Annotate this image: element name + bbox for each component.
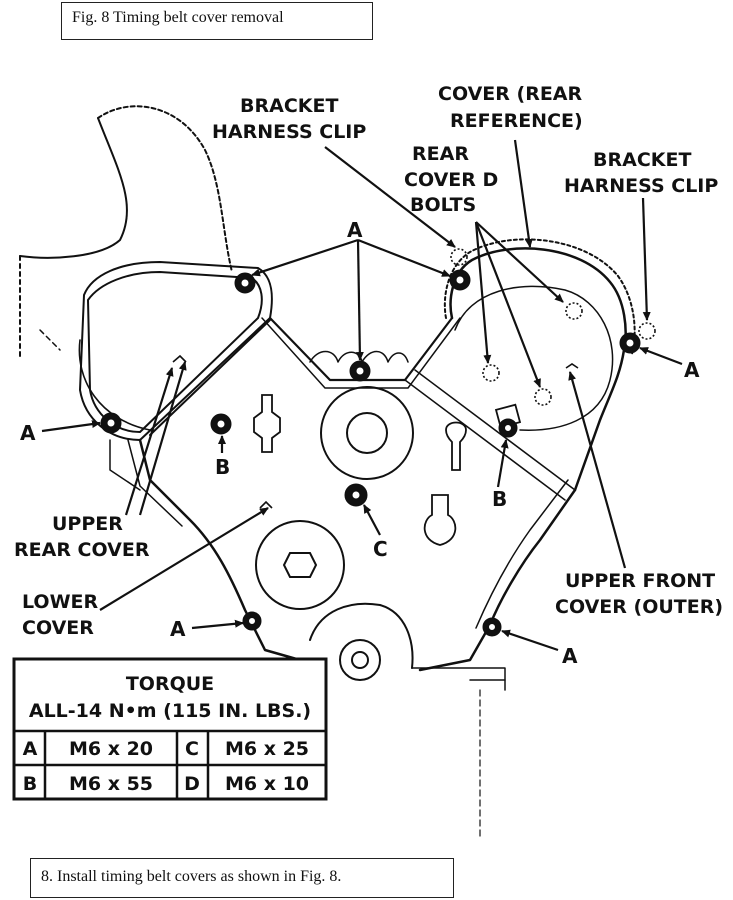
figure-caption: Fig. 8 Timing belt cover removal <box>61 2 373 40</box>
label-bracket-harness-clip-right-2: HARNESS CLIP <box>564 175 718 197</box>
pointer-ticks <box>172 354 579 509</box>
center-pulley <box>320 386 414 480</box>
torque-val-b: M6 x 55 <box>69 773 153 795</box>
keyhole-slots <box>253 394 522 546</box>
rear-cover-d-bolts <box>450 248 656 406</box>
instruction-caption: 8. Install timing belt covers as shown i… <box>30 858 454 898</box>
engine-outline <box>19 105 636 841</box>
lower-pulley <box>255 520 345 610</box>
bolt-a-lower-right <box>482 617 502 637</box>
label-upper-front-cover-1: UPPER FRONT <box>565 570 715 592</box>
bolt-a-right <box>619 332 641 354</box>
torque-table: TORQUE ALL-14 N•m (115 IN. LBS.) A M6 x … <box>12 657 328 801</box>
label-b-right: B <box>492 487 507 511</box>
label-a-left: A <box>20 421 36 445</box>
bolt-b-right <box>498 418 518 438</box>
torque-val-a: M6 x 20 <box>69 738 153 760</box>
label-bracket-harness-clip-right-1: BRACKET <box>593 149 691 171</box>
torque-key-d: D <box>184 773 200 795</box>
torque-key-c: C <box>185 738 199 760</box>
label-bracket-harness-clip-left-2: HARNESS CLIP <box>212 121 366 143</box>
bolt-a-left <box>100 412 122 434</box>
bolt-a-top-center <box>349 360 371 382</box>
torque-subtitle: ALL-14 N•m (115 IN. LBS.) <box>29 700 311 722</box>
label-c: C <box>373 537 388 561</box>
label-a-right: A <box>684 358 700 382</box>
torque-key-b: B <box>23 773 37 795</box>
label-rear-cover-d-bolts-2: COVER D <box>404 169 498 191</box>
label-lower-cover-1: LOWER <box>22 591 99 613</box>
label-rear-cover-d-bolts-1: REAR <box>412 143 469 165</box>
label-a-top: A <box>347 218 363 242</box>
label-upper-rear-cover-1: UPPER <box>52 513 123 535</box>
torque-val-c: M6 x 25 <box>225 738 309 760</box>
torque-title: TORQUE <box>126 673 214 695</box>
callout-labels: BRACKET HARNESS CLIP COVER (REAR REFEREN… <box>14 83 723 668</box>
bolt-a-top-right <box>449 269 471 291</box>
torque-val-d: M6 x 10 <box>225 773 309 795</box>
bolts <box>100 269 641 637</box>
torque-key-a: A <box>23 738 38 760</box>
leader-arrows <box>41 139 683 652</box>
crank-sprocket <box>339 639 381 681</box>
label-upper-front-cover-2: COVER (OUTER) <box>555 596 723 618</box>
label-b-left: B <box>215 455 230 479</box>
label-upper-rear-cover-2: REAR COVER <box>14 539 150 561</box>
label-a-lower-right: A <box>562 644 578 668</box>
label-rear-cover-d-bolts-3: BOLTS <box>410 194 476 216</box>
label-a-lower-left: A <box>170 617 186 641</box>
bolt-b-left <box>210 413 232 435</box>
bolt-a-lower-left <box>242 611 262 631</box>
label-cover-rear-reference-1: COVER (REAR <box>438 83 583 105</box>
bolt-c <box>344 483 368 507</box>
label-bracket-harness-clip-left-1: BRACKET <box>240 95 338 117</box>
bolt-a-top-left <box>234 272 256 294</box>
label-cover-rear-reference-2: REFERENCE) <box>450 110 583 132</box>
label-lower-cover-2: COVER <box>22 617 94 639</box>
